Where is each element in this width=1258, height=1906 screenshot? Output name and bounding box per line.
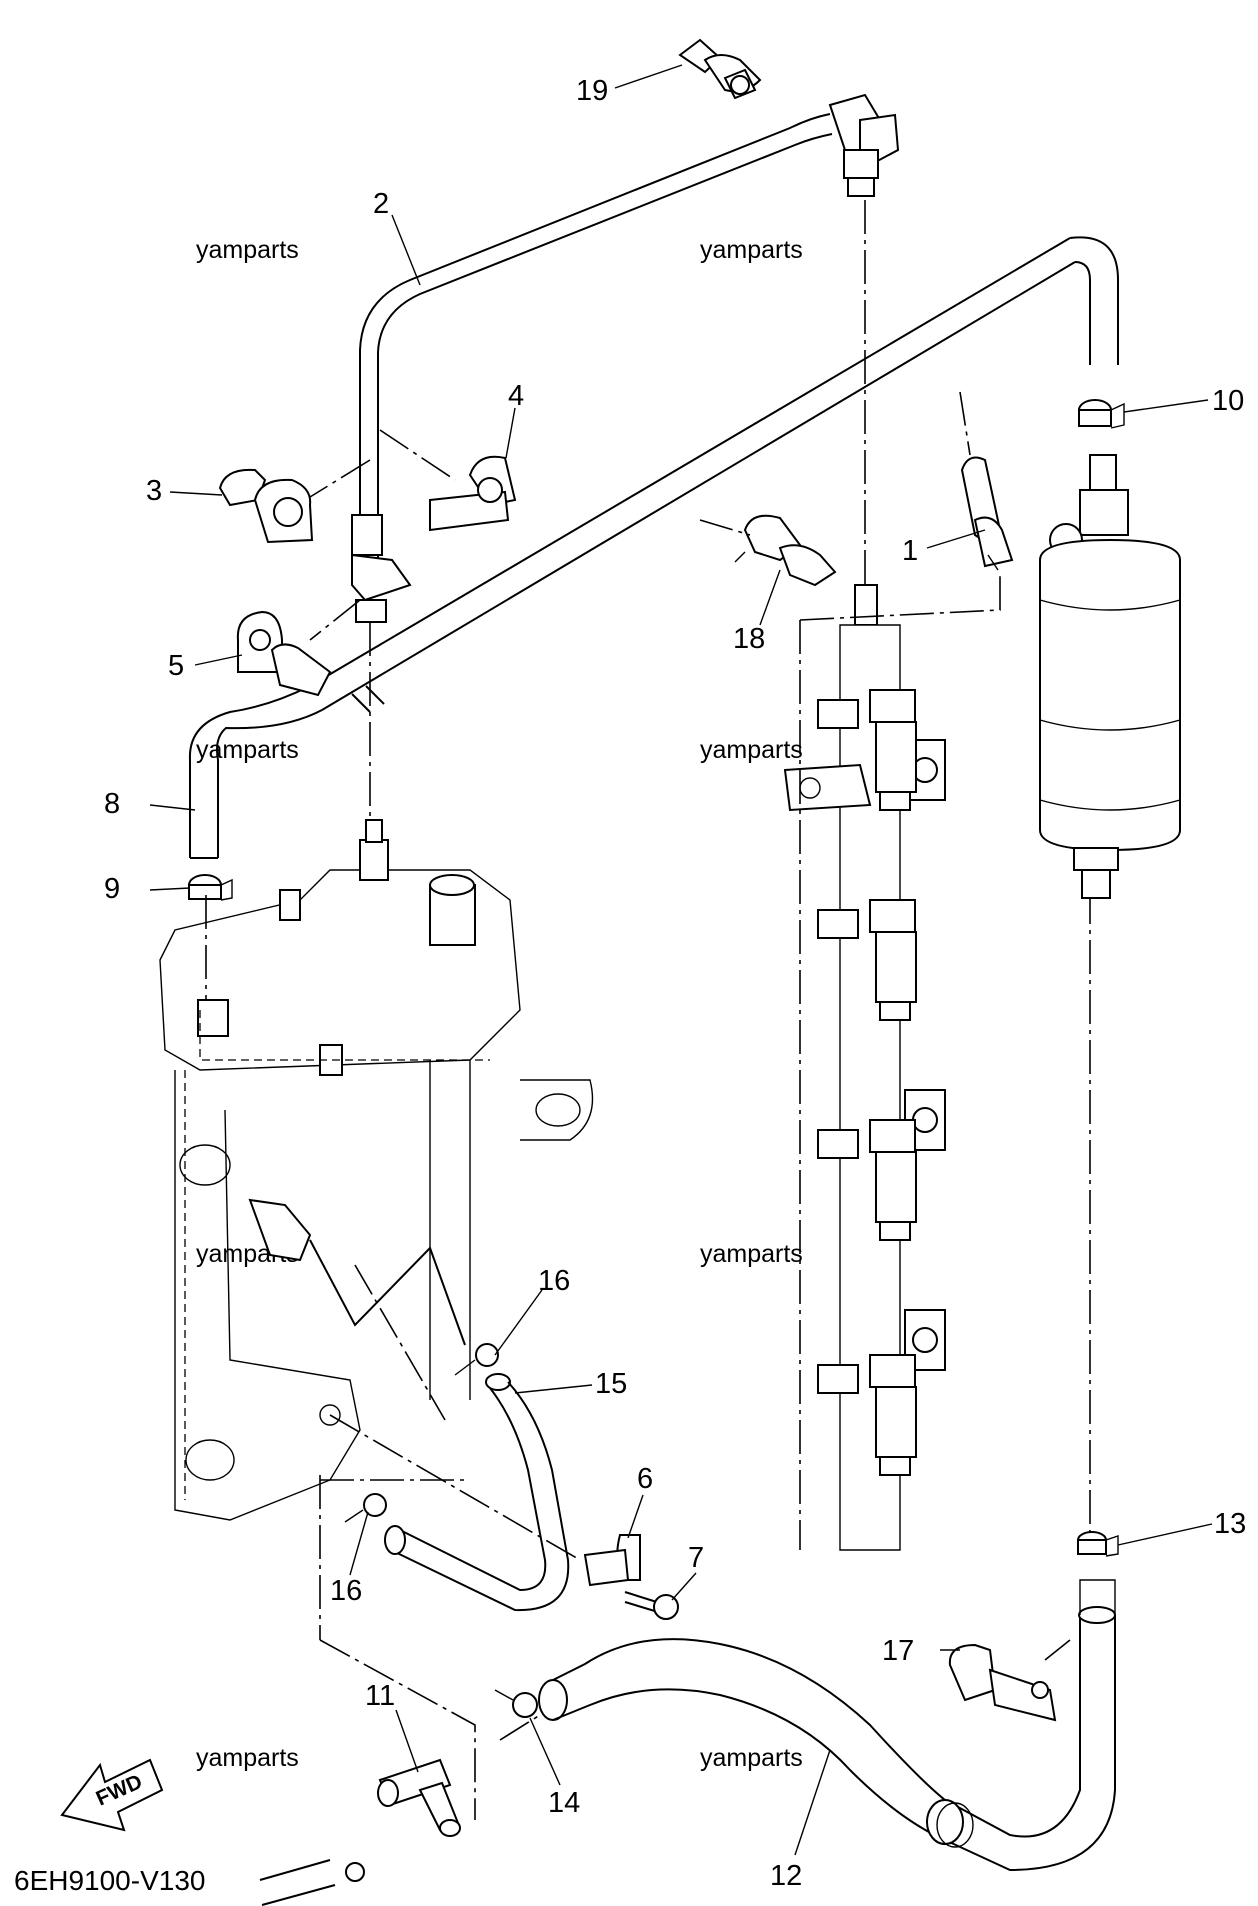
clamp-3	[218, 468, 314, 544]
watermark: yamparts	[700, 1744, 803, 1772]
part-number-18: 18	[733, 623, 765, 655]
leader-line	[699, 519, 751, 536]
part-number-19: 19	[576, 75, 608, 107]
watermark: yamparts	[700, 736, 803, 764]
clip-18	[734, 514, 837, 587]
part-number-15: 15	[595, 1368, 627, 1400]
leader-line	[959, 391, 971, 456]
clamp-9	[188, 874, 233, 901]
part-number-16: 16	[538, 1265, 570, 1297]
leader-line	[499, 1714, 541, 1741]
leader-line	[379, 429, 456, 481]
part-number-9: 9	[104, 873, 120, 905]
part-number-8: 8	[104, 788, 120, 820]
bolt-7	[624, 1591, 679, 1620]
fuel-rail	[783, 584, 946, 1551]
part-number-11: 11	[365, 1680, 395, 1712]
fuel-pump	[1039, 454, 1181, 899]
leader-line	[309, 1239, 466, 1346]
leader-line	[319, 1639, 476, 1820]
clamp-14	[494, 1689, 538, 1718]
clamp-13	[1077, 1531, 1119, 1557]
hose-2	[359, 113, 833, 560]
leader-line	[799, 575, 1001, 621]
watermark: yamparts	[196, 736, 299, 764]
clamp-4	[429, 455, 517, 532]
clamp-5	[236, 610, 332, 697]
partial-hose	[259, 1859, 365, 1906]
joint-11	[377, 1758, 461, 1837]
callout-leaders	[149, 64, 1213, 1856]
watermark: yamparts	[700, 1240, 803, 1268]
clip-17	[948, 1643, 1057, 1722]
hose-15	[384, 1373, 570, 1612]
clip-6	[583, 1534, 641, 1587]
part-number-labels: 1 2 3 4 5 6 7 8 9 10 11 12 13 14 15 16 1…	[104, 75, 1246, 1892]
fwd-arrow-icon: FWD	[60, 1758, 164, 1832]
watermark: yamparts	[196, 1744, 299, 1772]
part-number-6: 6	[637, 1463, 653, 1495]
leader-line	[354, 1264, 446, 1421]
watermark: yamparts	[700, 236, 803, 264]
hose-12	[538, 1579, 1116, 1872]
part-number-1: 1	[902, 535, 918, 567]
clamp-16	[344, 1493, 387, 1523]
leader-line	[329, 1414, 581, 1561]
part-number-7: 7	[688, 1542, 704, 1574]
clamp-16	[454, 1343, 499, 1376]
part-number-5: 5	[168, 650, 184, 682]
clip-19	[678, 38, 762, 100]
part-number-13: 13	[1214, 1508, 1246, 1540]
part-number-14: 14	[548, 1787, 580, 1819]
part-number-16: 16	[330, 1575, 362, 1607]
vapor-separator	[159, 819, 594, 1521]
injector	[869, 1354, 917, 1476]
part-number-3: 3	[146, 475, 162, 507]
leader-line	[1044, 1639, 1071, 1661]
leader-line	[309, 459, 371, 498]
injector	[869, 899, 917, 1021]
hose-connector	[351, 514, 412, 830]
injector-clips	[817, 699, 859, 1394]
leader-line	[309, 599, 361, 641]
hose-8	[188, 236, 1119, 859]
injector	[869, 689, 917, 811]
watermark: yamparts	[196, 236, 299, 264]
part-number-17: 17	[882, 1635, 914, 1667]
part-number-12: 12	[770, 1860, 802, 1892]
elbow-fitting-top	[828, 93, 900, 197]
part-number-2: 2	[373, 188, 389, 220]
clip-1	[960, 456, 1014, 571]
part-number-10: 10	[1212, 385, 1244, 417]
watermarks: yamparts yamparts yamparts yamparts yamp…	[196, 236, 803, 1772]
clamp-10	[1078, 399, 1125, 429]
injector	[869, 1119, 917, 1241]
diagram-code: 6EH9100-V130	[14, 1865, 205, 1896]
part-number-4: 4	[508, 380, 524, 412]
